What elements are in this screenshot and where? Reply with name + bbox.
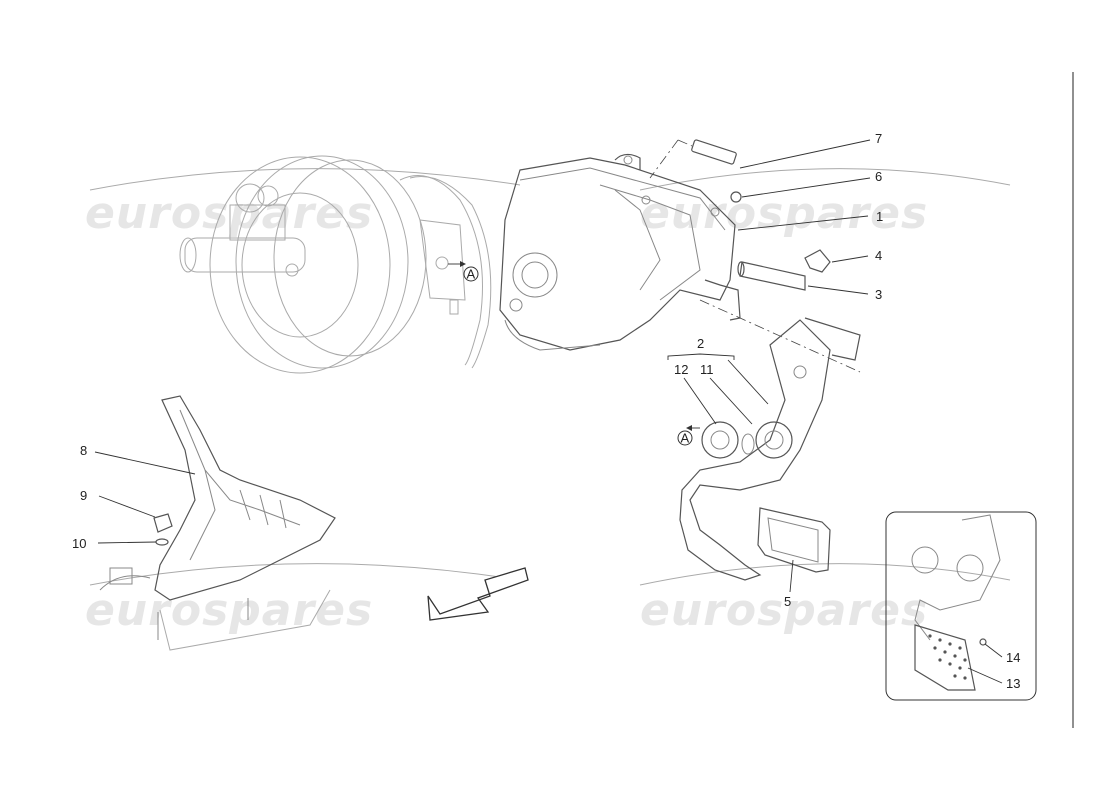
watermark-top-left: eurospares — [85, 188, 373, 239]
pedal-box-housing — [499, 153, 741, 351]
callout-9: 9 — [80, 488, 87, 503]
brake-light-switch — [649, 139, 737, 179]
brake-booster — [179, 155, 427, 374]
svg-text:A: A — [467, 267, 476, 282]
callout-5: 5 — [784, 594, 791, 609]
watermark-bottom-right: eurospares — [640, 585, 928, 636]
bushing-part-12 — [701, 421, 755, 459]
pedal-pad-part-5 — [757, 507, 831, 573]
callout-11: 11 — [700, 362, 714, 377]
svg-text:A: A — [681, 431, 690, 446]
callout-8: 8 — [80, 443, 87, 458]
callout-12: 12 — [674, 362, 688, 377]
callout-3: 3 — [875, 287, 882, 302]
bushing-part-11 — [755, 421, 793, 459]
brake-pedal-arm — [679, 317, 861, 581]
accelerator-pedal — [99, 395, 336, 651]
callout-1: 1 — [876, 209, 883, 224]
callout-10: 10 — [72, 536, 86, 551]
callout-2: 2 — [697, 336, 704, 351]
callout-labels: 1 2 3 4 5 6 7 8 9 10 11 12 13 14 — [72, 131, 1020, 691]
reference-marker-a-upper: A — [448, 261, 479, 282]
watermark-group: eurospares eurospares eurospares eurospa… — [85, 168, 1011, 636]
booster-gasket — [399, 175, 492, 369]
leader-lines — [94, 139, 1003, 684]
direction-arrow — [427, 567, 529, 621]
nut-part-6 — [730, 191, 742, 203]
pivot-pin-part-3 — [737, 261, 806, 291]
detail-inset — [885, 511, 1037, 701]
callout-6: 6 — [875, 169, 882, 184]
watermark-top-right: eurospares — [640, 188, 928, 239]
callout-14: 14 — [1006, 650, 1020, 665]
watermark-bottom-left: eurospares — [85, 585, 373, 636]
callout-4: 4 — [875, 248, 882, 263]
callout-7: 7 — [875, 131, 882, 146]
callout-13: 13 — [1006, 676, 1020, 691]
nut-part-9 — [153, 513, 173, 533]
washer-part-10 — [155, 538, 169, 546]
reference-marker-a-lower: A — [677, 425, 700, 446]
clip-part-4 — [804, 249, 831, 273]
